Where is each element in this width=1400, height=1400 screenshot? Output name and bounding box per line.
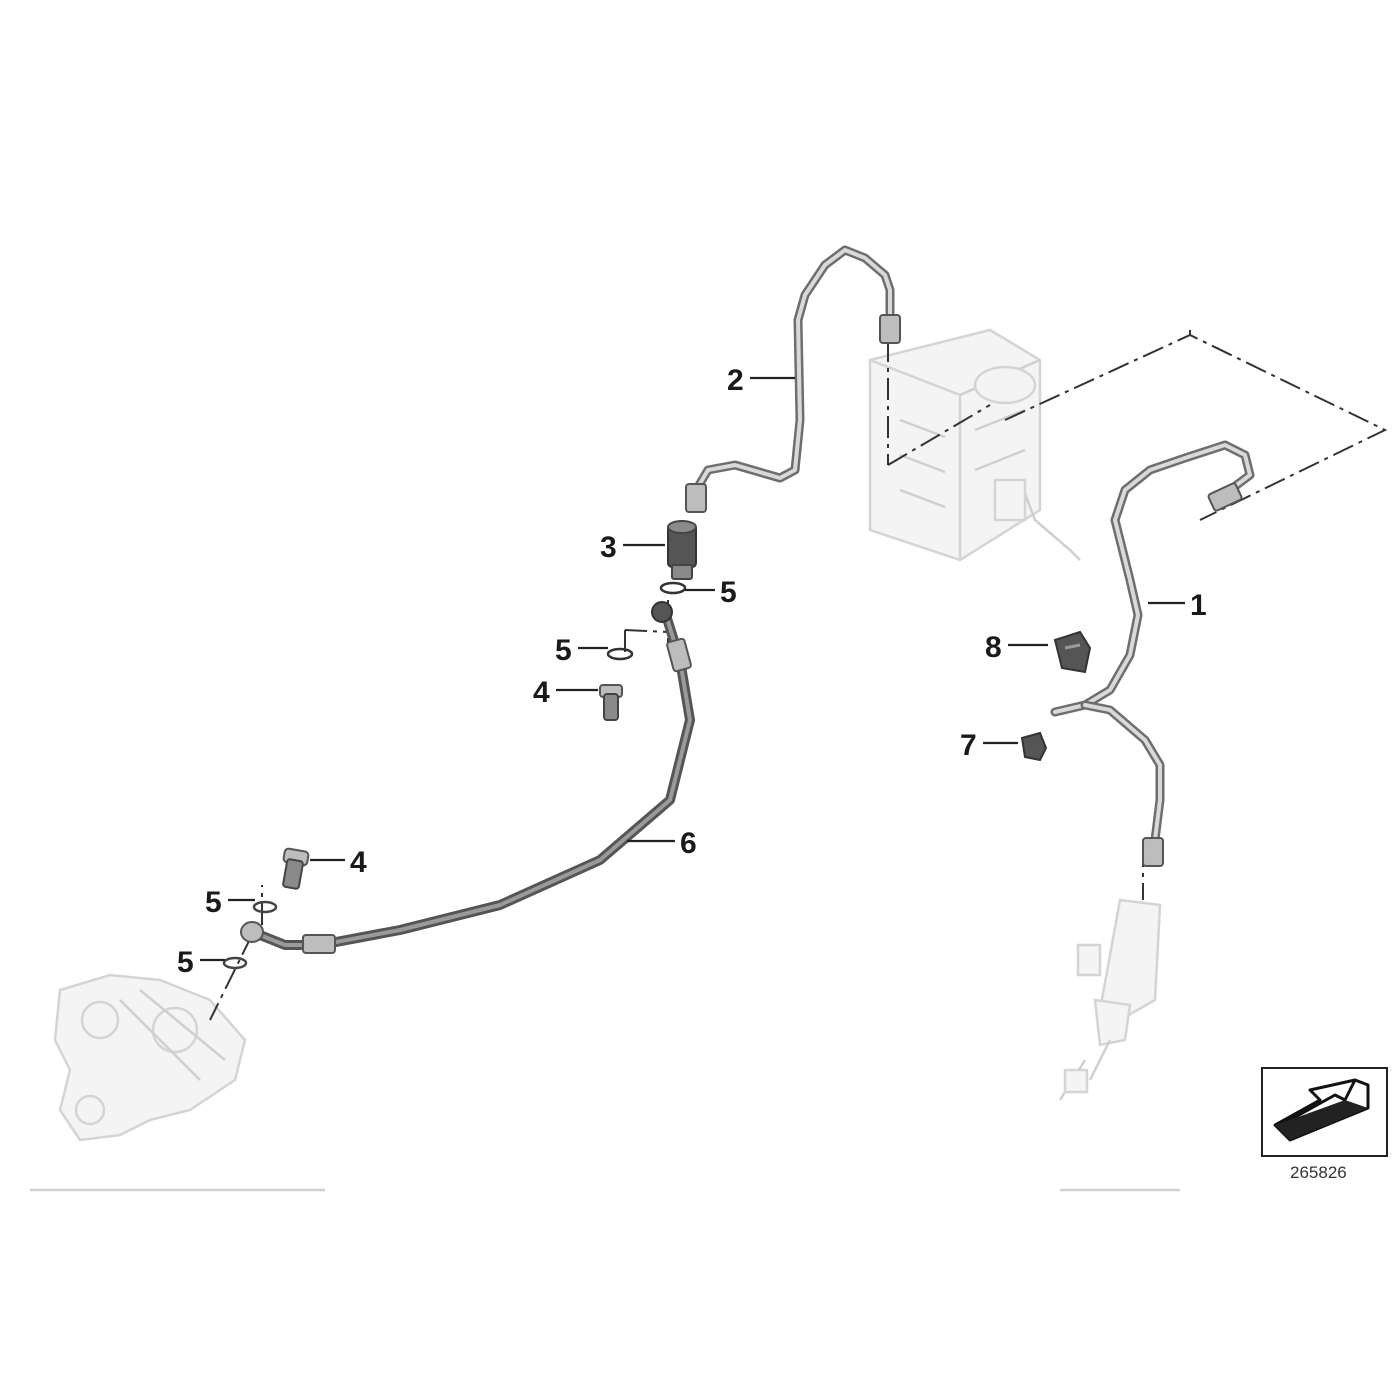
part-hose-banjo-upper — [651, 601, 673, 623]
part-5-washer-upper[interactable] — [659, 581, 687, 595]
callout-4-upper: 4 — [533, 676, 598, 709]
brake-pipe-1 — [1050, 440, 1255, 867]
callout-5-mid: 5 — [555, 634, 608, 667]
orientation-box: 265826 — [1261, 1067, 1388, 1182]
part-8-clip[interactable] — [1053, 630, 1092, 674]
callout-5-lower-a: 5 — [205, 886, 255, 919]
part-5-washer-lower-a[interactable] — [252, 900, 278, 914]
part-4-banjo-bolt-lower[interactable] — [282, 847, 310, 890]
part-hose-banjo-lower — [240, 921, 264, 943]
callout-5-lower-b: 5 — [177, 946, 225, 979]
callout-number-5-upper: 5 — [720, 576, 737, 609]
pipe-1-fitting-upper — [1207, 482, 1243, 512]
callout-3: 3 — [600, 531, 665, 564]
part-5-washer-mid[interactable] — [606, 647, 634, 661]
hose-6-crimp-lower — [302, 934, 336, 954]
diagram-id: 265826 — [1290, 1163, 1347, 1182]
abs-unit-ghost — [868, 328, 1081, 562]
callout-number-4-lower: 4 — [350, 846, 367, 879]
part-3-adapter[interactable] — [667, 520, 697, 580]
callout-number-4-upper: 4 — [533, 676, 550, 709]
callout-number-5-mid: 5 — [555, 634, 572, 667]
callout-number-6: 6 — [680, 827, 697, 860]
callout-6: 6 — [627, 827, 697, 860]
part-5-washer-lower-b[interactable] — [222, 956, 248, 970]
callout-number-7: 7 — [960, 729, 977, 762]
callout-number-3: 3 — [600, 531, 617, 564]
part-7-clip[interactable] — [1020, 731, 1048, 762]
orientation-arrow-icon — [1273, 1078, 1370, 1142]
hose-6-crimp-upper — [666, 637, 692, 673]
callout-8: 8 — [985, 631, 1048, 664]
brake-caliper-ghost — [30, 973, 325, 1192]
callout-number-1: 1 — [1190, 589, 1207, 622]
callout-number-2: 2 — [727, 364, 744, 397]
master-cylinder-ghost — [1058, 898, 1180, 1192]
pipe-2-fitting-upper — [879, 314, 901, 344]
callout-number-5-lower-a: 5 — [205, 886, 222, 919]
callout-7: 7 — [960, 729, 1018, 762]
pipe-1-fitting-lower — [1142, 837, 1164, 867]
pipe-2-fitting-lower — [685, 483, 707, 513]
callout-5-upper: 5 — [685, 576, 737, 609]
brake-hose-6 — [255, 607, 695, 954]
callout-4-lower: 4 — [310, 846, 367, 879]
brake-pipe-2 — [685, 245, 901, 513]
callout-1: 1 — [1148, 589, 1207, 622]
callout-number-5-lower-b: 5 — [177, 946, 194, 979]
part-4-banjo-bolt-upper[interactable] — [599, 684, 623, 721]
callout-2: 2 — [727, 364, 795, 397]
callout-number-8: 8 — [985, 631, 1002, 664]
